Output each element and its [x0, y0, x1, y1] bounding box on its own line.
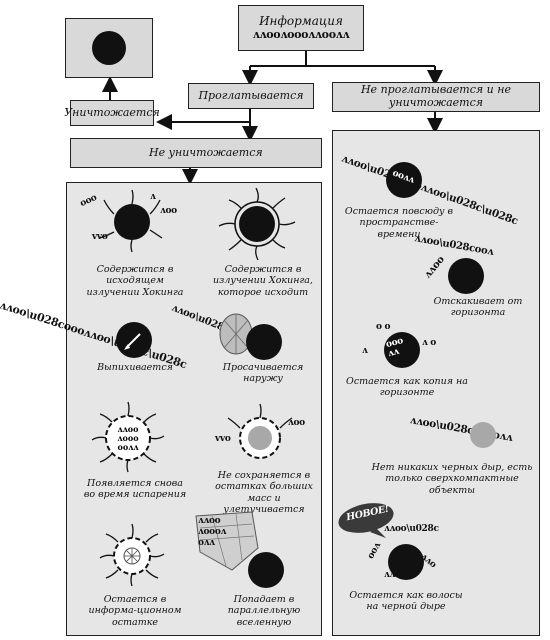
- top-info-box: Информация ʌʌooʌoooʌʌooʌʌ: [238, 5, 364, 51]
- svg-text:ooʌʌ: ooʌʌ: [118, 442, 140, 452]
- caption-right-1: Остается повсюду в пространстве-времени: [344, 206, 454, 240]
- code-snippet: ʌʌoʌ: [384, 570, 407, 580]
- caption-left-6: Не сохраняется в остатках больших масс и…: [215, 470, 313, 516]
- caption-left-3: Выпихивается: [97, 362, 173, 373]
- code-snippet: ʌʌoo\u028c: [384, 524, 439, 534]
- caption-right-4: Нет никаких черных дыр, есть только свер…: [371, 462, 533, 496]
- caption-left-8: Попадает в параллельную вселенную: [227, 594, 301, 628]
- black-hole-icon: [92, 31, 126, 65]
- caption-right-5: Остается как волосы на черной дыре: [349, 590, 463, 613]
- code-snippet: ʌoo: [288, 418, 305, 428]
- hair-art: [388, 544, 424, 580]
- caption-right-3: Остается как копия на горизонте: [346, 376, 468, 399]
- hawking-radiation-ring-art: [218, 187, 296, 261]
- right-panel: [332, 130, 540, 636]
- ejected-art: [116, 322, 152, 358]
- new-badge-art: [338, 503, 394, 538]
- code-snippet: ʌoooʌ: [198, 527, 227, 537]
- evaporation-art: ʌʌoo ʌooo ooʌʌ: [91, 401, 165, 473]
- code-snippet: ʌ: [150, 192, 156, 202]
- bounce-art: [448, 258, 484, 294]
- compact-object-art: [470, 422, 496, 448]
- caption-left-7: Остается в информа-ционном остатке: [88, 594, 182, 628]
- code-snippet: ʌoo: [160, 206, 177, 216]
- code-snippet: ʌ: [362, 346, 368, 356]
- svg-text:ʌooo: ʌooo: [117, 433, 139, 443]
- code-snippet: o o: [376, 322, 391, 332]
- parallel-universe-art: [195, 511, 284, 588]
- swallowed-box: Проглатывается: [188, 83, 314, 109]
- remnant-art: [227, 403, 293, 459]
- code-snippet: vvo: [92, 232, 108, 242]
- caption-right-2: Отскакивает от горизонта: [433, 296, 523, 319]
- black-hole-box: [65, 18, 153, 78]
- svg-text:ʌʌoo: ʌʌoo: [118, 424, 140, 434]
- leak-art: [219, 313, 282, 360]
- caption-left-5: Появляется снова во время испарения: [83, 478, 187, 501]
- code-snippet: oʌʌ: [198, 538, 215, 548]
- not-swallowed-box: Не проглатывается и не уничтожается: [332, 82, 540, 112]
- spacetime-art: [386, 162, 422, 198]
- hawking-radiation-art: [99, 189, 163, 253]
- caption-left-1: Содержится в исходящем излучении Хокинга: [86, 264, 184, 298]
- code-snippet: ʌʌoo: [198, 516, 221, 526]
- top-info-code: ʌʌooʌoooʌʌooʌʌ: [252, 27, 350, 41]
- code-snippet: ʌ o: [422, 338, 437, 348]
- destroyed-box: Уничтожается: [64, 100, 160, 126]
- top-info-title: Информация: [259, 13, 343, 28]
- caption-left-4: Просачивается наружу: [222, 362, 304, 385]
- info-remnant-art: [99, 523, 165, 587]
- horizon-copy-art: [384, 332, 420, 368]
- not-destroyed-box: Не уничтожается: [70, 138, 322, 168]
- caption-left-2: Содержится в излучении Хокинга, которое …: [213, 264, 313, 298]
- code-snippet: vvo: [215, 434, 231, 444]
